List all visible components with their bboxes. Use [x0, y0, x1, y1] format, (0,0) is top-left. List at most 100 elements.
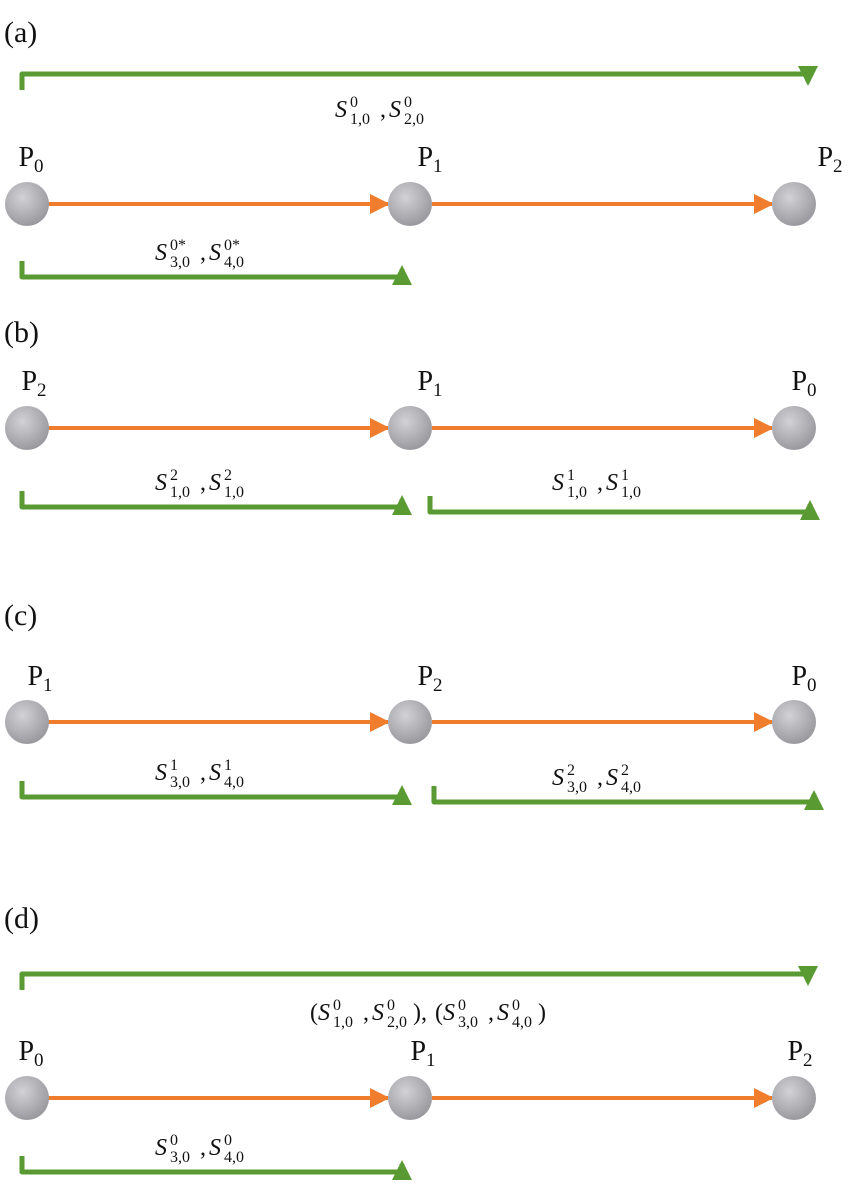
symbol-s: S	[209, 760, 221, 786]
separator: ,	[363, 1000, 369, 1026]
party-node	[5, 406, 49, 450]
symbol-s: S	[155, 470, 167, 496]
panel-label: (a)	[4, 16, 37, 49]
party-node	[388, 1076, 432, 1120]
panel-label: (d)	[4, 902, 39, 935]
symbol-s: S	[155, 240, 167, 266]
separator: (	[310, 1000, 318, 1026]
term-superscript: 1	[170, 757, 178, 774]
symbol-s: S	[155, 1135, 167, 1161]
symbol-s: S	[372, 1000, 384, 1026]
term-subscript: 2,0	[387, 1014, 407, 1031]
bracket-arrow	[19, 781, 412, 805]
symbol-s: S	[209, 1135, 221, 1161]
term-superscript: 0	[458, 997, 466, 1014]
party-label: P2	[787, 1036, 812, 1071]
separator: ,	[488, 1000, 494, 1026]
symbol-s: S	[606, 470, 618, 496]
separator: )	[538, 1000, 546, 1026]
term-subscript: 4,0	[224, 1149, 244, 1166]
party-label: P2	[817, 142, 842, 177]
symbol-s: S	[497, 1000, 509, 1026]
term-superscript: 0	[333, 997, 341, 1014]
term-subscript: 3,0	[170, 254, 190, 271]
separator: ,	[200, 760, 206, 786]
term-subscript: 1,0	[350, 111, 370, 128]
separator: ),	[413, 1000, 427, 1026]
party-node	[5, 1076, 49, 1120]
party-node	[388, 406, 432, 450]
symbol-s: S	[552, 765, 564, 791]
term-subscript: 1,0	[224, 484, 244, 501]
term-superscript: 0	[170, 1132, 178, 1149]
separator: ,	[380, 97, 386, 123]
party-label: P0	[791, 366, 816, 401]
party-label: P1	[417, 366, 442, 401]
bracket-arrow	[427, 496, 820, 520]
party-label: P2	[417, 661, 442, 696]
party-label: P2	[21, 366, 46, 401]
term-superscript: 2	[621, 762, 629, 779]
bracket-arrow	[19, 966, 818, 990]
party-label: P0	[18, 142, 43, 177]
party-node	[5, 182, 49, 226]
separator: ,	[200, 240, 206, 266]
term-superscript: 0	[224, 1132, 232, 1149]
party-label: P1	[417, 142, 442, 177]
term-superscript: 2	[170, 467, 178, 484]
party-node	[772, 1076, 816, 1120]
term-subscript: 1,0	[621, 484, 641, 501]
term-subscript: 4,0	[224, 254, 244, 271]
symbol-s: S	[443, 1000, 455, 1026]
term-superscript: 0	[512, 997, 520, 1014]
term-subscript: 4,0	[621, 779, 641, 796]
term-superscript: 0	[404, 94, 412, 111]
symbol-s: S	[155, 760, 167, 786]
term-subscript: 4,0	[512, 1014, 532, 1031]
term-subscript: 3,0	[567, 779, 587, 796]
separator: ,	[200, 470, 206, 496]
symbol-s: S	[209, 470, 221, 496]
separator: (	[435, 1000, 443, 1026]
party-node	[5, 700, 49, 744]
panel-label: (c)	[4, 599, 37, 632]
party-node	[772, 182, 816, 226]
separator: ,	[597, 765, 603, 791]
party-label: P0	[791, 661, 816, 696]
term-superscript: 2	[224, 467, 232, 484]
term-superscript: 1	[621, 467, 629, 484]
term-subscript: 3,0	[170, 1149, 190, 1166]
symbol-s: S	[606, 765, 618, 791]
party-label: P0	[18, 1036, 43, 1071]
bracket-label: (S^{0}_{1,0} , S^{0}_{2,0}), (S^{0}_{3,0…	[310, 997, 546, 1031]
bracket-arrow	[19, 1156, 412, 1180]
term-superscript: 2	[567, 762, 575, 779]
separator: ,	[200, 1135, 206, 1161]
party-node	[772, 700, 816, 744]
symbol-s: S	[552, 470, 564, 496]
bracket-arrow	[431, 786, 824, 810]
bracket-arrow	[19, 491, 412, 515]
bracket-arrow	[19, 66, 818, 90]
term-superscript: 0*	[170, 237, 186, 254]
term-superscript: 1	[224, 757, 232, 774]
term-superscript: 1	[567, 467, 575, 484]
party-node	[388, 700, 432, 744]
bracket-arrow	[19, 261, 412, 285]
term-subscript: 3,0	[170, 774, 190, 791]
term-subscript: 3,0	[458, 1014, 478, 1031]
term-subscript: 1,0	[333, 1014, 353, 1031]
symbol-s: S	[318, 1000, 330, 1026]
panel-label: (b)	[4, 316, 39, 349]
separator: ,	[597, 470, 603, 496]
term-subscript: 1,0	[170, 484, 190, 501]
